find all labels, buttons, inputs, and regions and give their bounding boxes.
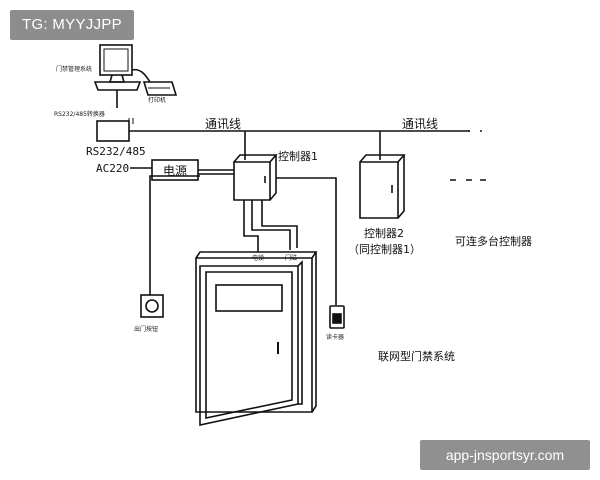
controller-1-cabinet	[233, 154, 278, 201]
card-reader-icon	[329, 305, 345, 329]
lock-wire	[243, 200, 259, 252]
door-contact-wire	[251, 200, 291, 250]
door-contact-label: 门磁	[285, 254, 297, 262]
lock-label: 电锁	[252, 254, 264, 262]
comm-line-label-1: 通讯线	[205, 117, 241, 131]
watermark-badge: TG: MYYJJPP	[10, 10, 134, 40]
controller-1-label: 控制器1	[278, 149, 318, 163]
pc-label: 门禁管理系统	[56, 65, 92, 73]
exit-button-icon	[140, 294, 164, 318]
ac-label: AC220	[96, 162, 129, 175]
comm-line-label-2: 通讯线	[402, 117, 438, 131]
card-reader-label: 读卡器	[326, 333, 344, 341]
card-reader-wire	[276, 177, 337, 305]
exit-button-label: 出门按钮	[134, 325, 158, 333]
controller-2-cabinet	[359, 154, 406, 219]
pc-printer-cable	[131, 68, 151, 83]
computer-monitor-icon	[93, 44, 142, 91]
door-contact-wire-2	[261, 200, 298, 248]
door-illustration	[195, 251, 318, 426]
controller-2-label: 控制器2	[364, 226, 404, 240]
multi-controller-label: 可连多台控制器	[455, 234, 532, 248]
converter-box	[96, 118, 134, 142]
converter-label: RS232/485转换器	[54, 110, 105, 118]
printer-icon	[142, 81, 178, 96]
system-title: 联网型门禁系统	[378, 349, 455, 363]
printer-label: 打印机	[148, 96, 166, 104]
protocol-label: RS232/485	[86, 145, 146, 158]
controller-2-sublabel: （同控制器1）	[348, 242, 421, 256]
power-label: 电源	[163, 164, 187, 178]
exit-button-wire	[149, 175, 200, 295]
door-window	[215, 284, 283, 312]
watermark-url-badge: app-jnsportsyr.com	[420, 440, 590, 470]
